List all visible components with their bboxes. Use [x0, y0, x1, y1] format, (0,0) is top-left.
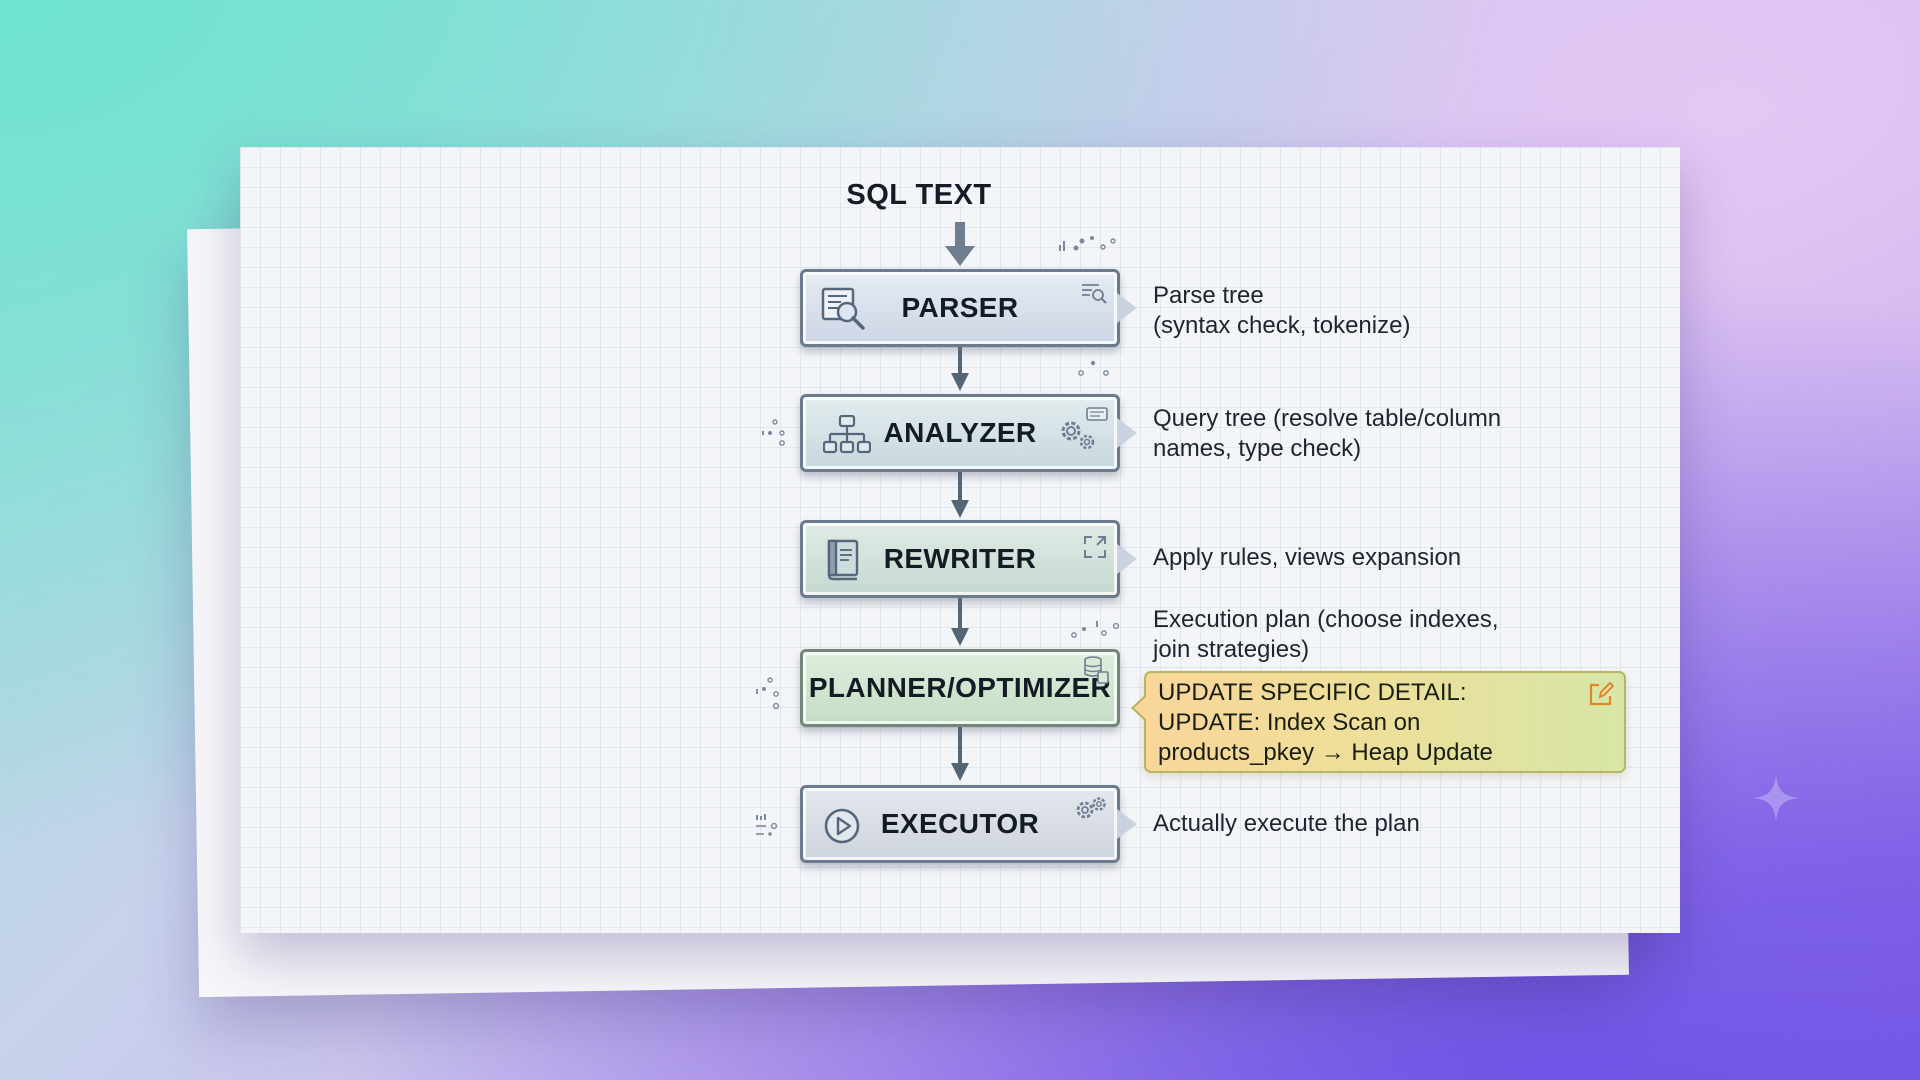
diagram-card: SQL TEXT PARSER — [240, 147, 1680, 933]
decorative-dots — [1070, 619, 1122, 646]
detail-line: UPDATE: Index Scan on — [1158, 709, 1421, 736]
sparkle-icon — [1753, 775, 1799, 821]
diagram-title: SQL TEXT — [846, 179, 992, 211]
flow-arrow — [951, 472, 969, 520]
stage-planner-optimizer[interactable]: PLANNER/OPTIMIZER — [800, 649, 1120, 727]
note-parser: Parse tree (syntax check, tokenize) — [1153, 282, 1411, 339]
decorative-dots — [1078, 359, 1114, 384]
decorative-dots — [754, 677, 784, 718]
stage-label: PLANNER/OPTIMIZER — [808, 672, 1112, 703]
stage-label: PARSER — [901, 292, 1019, 323]
stage-label: REWRITER — [883, 543, 1037, 574]
database-icon — [1083, 656, 1109, 684]
edit-icon[interactable] — [1588, 681, 1615, 715]
note-executor: Actually execute the plan — [1153, 810, 1420, 837]
decorative-dots — [1058, 235, 1120, 260]
note-rewriter: Apply rules, views expansion — [1153, 544, 1462, 571]
detail-line: products_pkey → Heap Update — [1158, 739, 1493, 766]
stage-label: EXECUTOR — [880, 808, 1040, 839]
update-detail-callout: UPDATE SPECIFIC DETAIL: UPDATE: Index Sc… — [1131, 671, 1626, 773]
hierarchy-icon — [823, 415, 871, 455]
stage-pointer — [1117, 544, 1137, 574]
stage-analyzer[interactable]: ANALYZER — [800, 394, 1137, 472]
detail-heading: UPDATE SPECIFIC DETAIL: — [1158, 679, 1467, 706]
search-document-icon — [821, 286, 869, 330]
book-icon — [825, 539, 861, 581]
flow-arrow — [951, 598, 969, 650]
stage-rewriter[interactable]: REWRITER — [800, 520, 1137, 598]
note-planner: Execution plan (choose indexes, join str… — [1153, 606, 1499, 663]
play-icon — [823, 807, 861, 845]
flow-arrow — [945, 222, 975, 268]
stage-pointer — [1117, 293, 1137, 323]
stage-executor[interactable]: EXECUTOR — [800, 785, 1137, 863]
stage-pointer — [1117, 809, 1137, 839]
flow-arrow — [951, 347, 969, 393]
note-analyzer: Query tree (resolve table/column names, … — [1153, 405, 1502, 462]
gears-icon — [1075, 796, 1107, 822]
gears-icon — [1055, 407, 1109, 455]
decorative-dots — [760, 419, 790, 454]
stage-parser[interactable]: PARSER — [800, 269, 1137, 347]
flow-arrow — [951, 727, 969, 785]
decorative-dots — [754, 813, 784, 846]
stage-pointer — [1117, 418, 1137, 448]
stage-label: ANALYZER — [883, 417, 1037, 448]
list-search-icon — [1081, 282, 1107, 304]
expand-icon — [1083, 535, 1107, 559]
